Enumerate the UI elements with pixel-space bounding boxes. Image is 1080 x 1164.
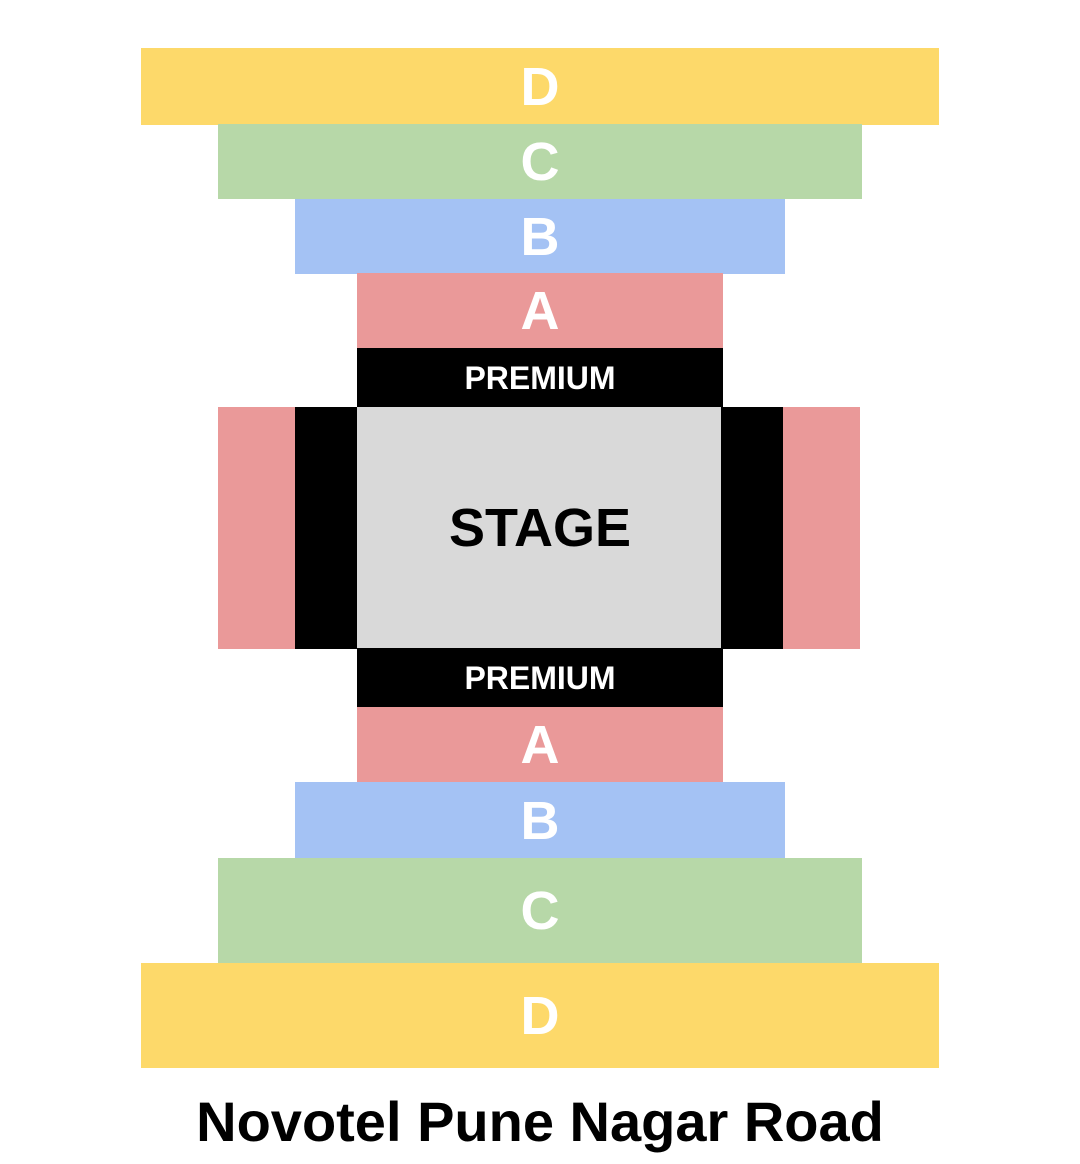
section-d-top-label: D [520,56,560,117]
stage-label: STAGE [448,498,631,558]
section-c-bottom-label: C [520,881,560,941]
section-d-top[interactable]: D [141,48,939,125]
section-b-bottom-label: B [520,790,560,851]
section-d-bottom[interactable]: D [141,963,939,1068]
section-a-right[interactable] [783,407,860,649]
section-b-top-label: B [520,206,560,267]
section-c-top[interactable]: C [218,124,862,199]
section-b-bottom[interactable]: B [295,782,785,859]
section-premium-left[interactable] [295,407,357,649]
section-premium-top-label: PREMIUM [464,360,616,396]
section-a-top-label: A [520,281,560,341]
section-premium-top[interactable]: PREMIUM [357,348,723,408]
section-premium-right[interactable] [721,407,783,649]
venue-title: Novotel Pune Nagar Road [196,1090,884,1153]
stage: STAGE [357,407,723,649]
section-a-top[interactable]: A [357,273,723,349]
section-premium-bottom-label: PREMIUM [464,660,616,696]
section-c-top-label: C [520,131,560,192]
section-a-bottom-label: A [520,715,560,775]
section-premium-bottom[interactable]: PREMIUM [357,648,723,708]
section-a-left[interactable] [218,407,295,649]
section-a-bottom[interactable]: A [357,707,723,783]
section-b-top[interactable]: B [295,199,785,274]
section-c-bottom[interactable]: C [218,858,862,964]
section-d-bottom-label: D [520,985,560,1046]
